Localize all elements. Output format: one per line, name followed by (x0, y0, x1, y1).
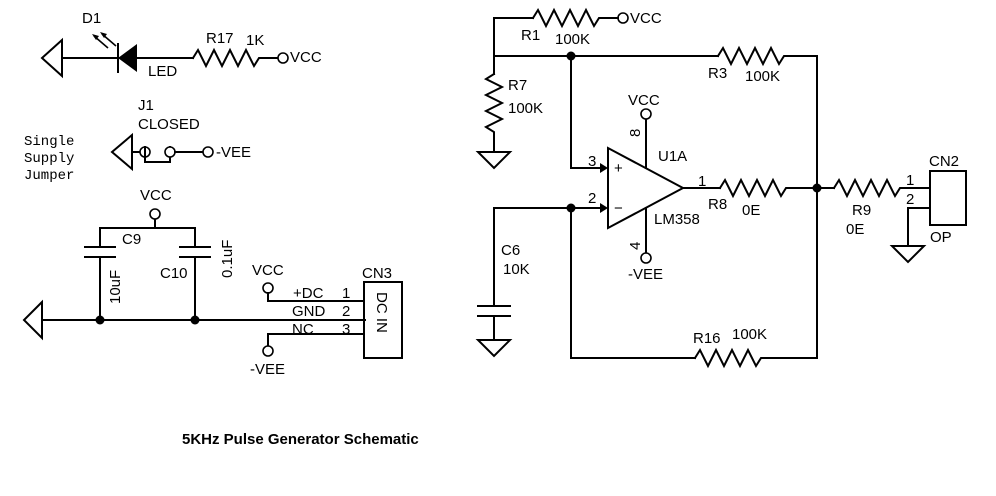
junction-dot (190, 315, 200, 325)
r1-vcc-terminal (617, 12, 629, 24)
cn2-pin1: 1 (906, 172, 914, 189)
resistor-r7 (483, 72, 505, 153)
r17-ref: R17 (206, 30, 234, 47)
c6-value: 10K (503, 261, 530, 278)
cn2-pin2: 2 (906, 191, 914, 208)
power-connector-cn3: CN3 DC IN VCC -VEE +DC GND NC 1 2 3 (250, 262, 403, 378)
cn3-vcc-terminal (262, 282, 274, 294)
ground-symbol (475, 151, 513, 170)
c9-value: 10uF (107, 270, 124, 304)
r17-value: 1K (246, 32, 264, 49)
r9-value: 0E (846, 221, 864, 238)
ground-symbol (475, 339, 513, 358)
cn3-pin3-number: 3 (342, 321, 350, 338)
opamp-minus-sign: − (614, 200, 623, 217)
r8-value: 0E (742, 202, 760, 219)
resistor-r16 (693, 347, 818, 369)
decoupling-supply: VCC (140, 187, 172, 204)
opamp-pin-output: 1 (698, 173, 706, 190)
opamp-plus-sign: + (614, 160, 623, 177)
jumper-note-line-3: Jumper (24, 168, 74, 184)
opamp-part: LM358 (654, 211, 700, 228)
resistor-r3 (716, 45, 818, 67)
opamp-vcc-terminal (640, 108, 652, 120)
cn2-label: OP (930, 229, 952, 246)
ground-symbol (22, 299, 43, 341)
decoupling-section: VCC C9 C10 10uF 0.1uF (22, 187, 366, 341)
led-ref: D1 (82, 10, 101, 27)
resistor-r9 (832, 177, 931, 199)
opamp-pin-inverting: 2 (588, 190, 596, 207)
opamp-vee-terminal (640, 252, 652, 264)
r8-ref: R8 (708, 196, 727, 213)
cn3-label: DC IN (373, 292, 390, 333)
r1-supply: VCC (630, 10, 662, 27)
jumper-pin-2 (164, 146, 176, 158)
cn3-pin1-number: 1 (342, 285, 350, 302)
jumper-ref: J1 (138, 97, 154, 114)
r16-value: 100K (732, 326, 767, 343)
opamp-vee: -VEE (628, 266, 663, 283)
opamp-pin-vcc: 8 (627, 129, 644, 137)
cn3-body (363, 281, 403, 359)
cn3-vee-terminal (262, 345, 274, 357)
r1-ref: R1 (521, 27, 540, 44)
r7-ref: R7 (508, 77, 527, 94)
cn3-pin3-name: NC (292, 321, 314, 338)
jumper-note-line-1: Single (24, 134, 74, 150)
decoupling-vcc-terminal (149, 208, 161, 220)
r7-value: 100K (508, 100, 543, 117)
led-type: LED (148, 63, 177, 80)
cn3-pin2-name: GND (292, 303, 326, 320)
jumper-section: J1 CLOSED -VEE Single Supply Jumper (24, 97, 251, 184)
opamp-ref: U1A (658, 148, 687, 165)
opamp-vcc: VCC (628, 92, 660, 109)
ground-symbol (40, 37, 63, 79)
cn3-vcc: VCC (252, 262, 284, 279)
oscillator-section: VCC R1 100K R7 100K R3 100K VCC 8 U1A + … (475, 7, 967, 369)
c6-ref: C6 (501, 242, 520, 259)
cn3-vee: -VEE (250, 361, 285, 378)
ground-symbol (110, 132, 133, 172)
led-section: D1 LED R17 1K VCC (40, 10, 322, 80)
cn3-pin1-name: +DC (293, 285, 324, 302)
resistor-r17 (191, 47, 279, 69)
jumper-supply: -VEE (216, 144, 251, 161)
vcc-terminal (277, 52, 289, 64)
resistor-r1 (531, 7, 619, 29)
r16-ref: R16 (693, 330, 721, 347)
vee-terminal (202, 146, 214, 158)
jumper-state: CLOSED (138, 116, 200, 133)
jumper-note-line-2: Supply (24, 151, 74, 167)
r1-value: 100K (555, 31, 590, 48)
cn2-ref: CN2 (929, 153, 959, 170)
r3-ref: R3 (708, 65, 727, 82)
cn3-ref: CN3 (362, 265, 392, 282)
c10-ref: C10 (160, 265, 188, 282)
led-supply: VCC (290, 49, 322, 66)
opamp-pin-noninverting: 3 (588, 153, 596, 170)
cn2-body (929, 170, 967, 226)
schematic-title: 5KHz Pulse Generator Schematic (182, 431, 419, 448)
junction-dot (95, 315, 105, 325)
led-diode-symbol (118, 44, 137, 72)
cn3-pin2-number: 2 (342, 303, 350, 320)
c10-value: 0.1uF (219, 240, 236, 278)
r9-ref: R9 (852, 202, 871, 219)
c9-ref: C9 (122, 231, 141, 248)
r3-value: 100K (745, 68, 780, 85)
opamp-pin-vee: 4 (627, 242, 644, 250)
resistor-r8 (718, 177, 818, 199)
ground-symbol (889, 245, 927, 264)
